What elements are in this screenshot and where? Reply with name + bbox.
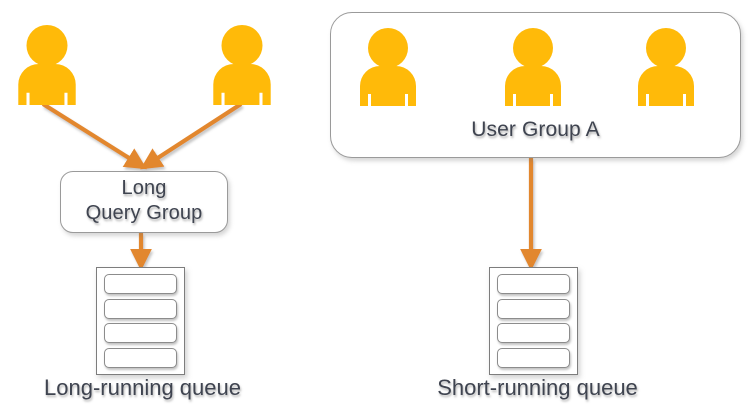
short-running-queue: [489, 267, 578, 375]
long-query-group-label: Long Query Group: [85, 177, 203, 224]
long-query-group-box: [60, 171, 228, 233]
long-running-queue: [96, 267, 185, 375]
person-icon: [360, 28, 416, 106]
person-icon: [505, 28, 561, 106]
person-icon: [638, 28, 694, 106]
long-running-queue-caption: Long-running queue: [44, 375, 241, 400]
queue-slot: [104, 347, 177, 368]
queue-slot: [497, 274, 570, 294]
queue-slot: [104, 274, 177, 294]
person-icon: [213, 25, 271, 105]
queue-slot: [497, 347, 570, 368]
person-icon: [18, 25, 76, 105]
queue-slot: [497, 323, 570, 344]
queue-slot: [497, 298, 570, 319]
connector-user-left-to-long-query-group: [41, 102, 147, 170]
connector-user-right-to-long-query-group: [140, 102, 243, 170]
user-group-a-label: User Group A: [471, 118, 600, 141]
short-running-queue-caption: Short-running queue: [437, 375, 638, 400]
queue-slot: [104, 323, 177, 344]
queue-slot: [104, 298, 177, 319]
